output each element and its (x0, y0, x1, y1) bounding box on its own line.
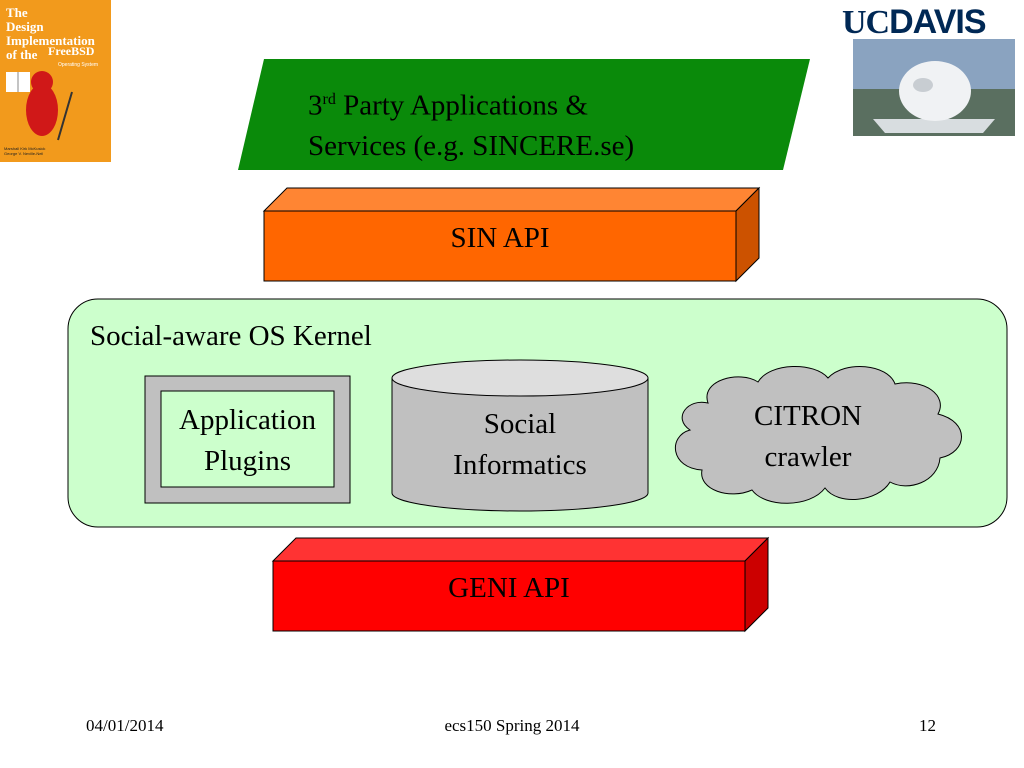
ucdavis-logo: UCDAVIS (842, 3, 987, 41)
book-title-freebsd: FreeBSD (48, 44, 95, 58)
citron-cloud (675, 366, 962, 504)
citron-crawler-label: CITRON crawler (754, 400, 862, 473)
footer-page-number: 12 (919, 716, 936, 735)
footer-course: ecs150 Spring 2014 (444, 716, 580, 735)
egghead-sculpture-photo (853, 39, 1015, 136)
sin-api-block (262, 186, 761, 283)
daemon-illustration-icon (6, 71, 73, 141)
book-subtitle: Operating System (58, 62, 99, 68)
footer-date: 04/01/2014 (86, 716, 164, 735)
social-informatics-cylinder (391, 359, 649, 512)
third-party-label: 3rd Party Applications & Services (e.g. … (308, 89, 635, 162)
geni-api-block (271, 536, 770, 633)
sin-api-label: SIN API (450, 222, 550, 254)
third-party-banner (238, 59, 810, 170)
application-plugins-box (144, 375, 351, 504)
kernel-title: Social-aware OS Kernel (90, 320, 372, 352)
application-plugins-label: Application Plugins (179, 404, 316, 477)
social-informatics-label: Social Informatics (453, 408, 587, 481)
geni-api-label: GENI API (448, 572, 570, 604)
